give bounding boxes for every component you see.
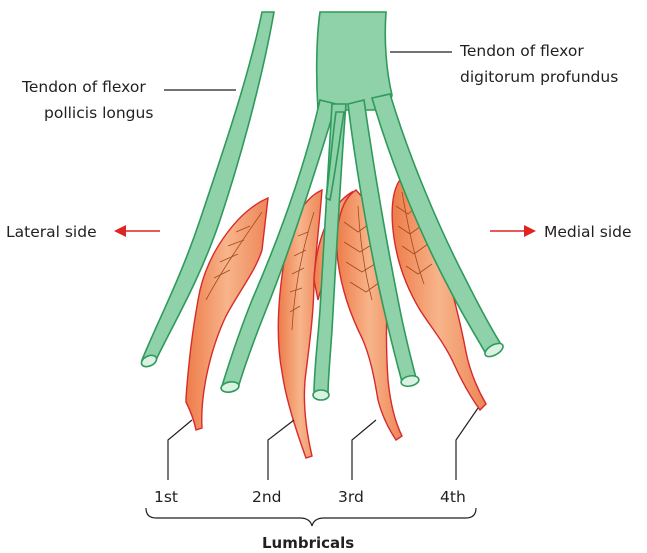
label-fpl-line2: pollicis longus: [44, 104, 153, 122]
label-fdp-line2: digitorum profundus: [460, 68, 618, 86]
lateral-arrow: [114, 225, 160, 237]
label-fdp-line1: Tendon of flexor: [459, 42, 584, 60]
label-lateral-side: Lateral side: [6, 223, 97, 241]
label-lumbricals-title: Lumbricals: [262, 534, 354, 552]
label-medial-side: Medial side: [544, 223, 632, 241]
label-lumbrical-3: 3rd: [338, 488, 364, 506]
medial-arrow: [490, 225, 536, 237]
label-lumbrical-2: 2nd: [252, 488, 282, 506]
label-fpl-line1: Tendon of flexor: [21, 78, 146, 96]
label-lumbrical-1: 1st: [154, 488, 178, 506]
label-lumbrical-4: 4th: [440, 488, 466, 506]
